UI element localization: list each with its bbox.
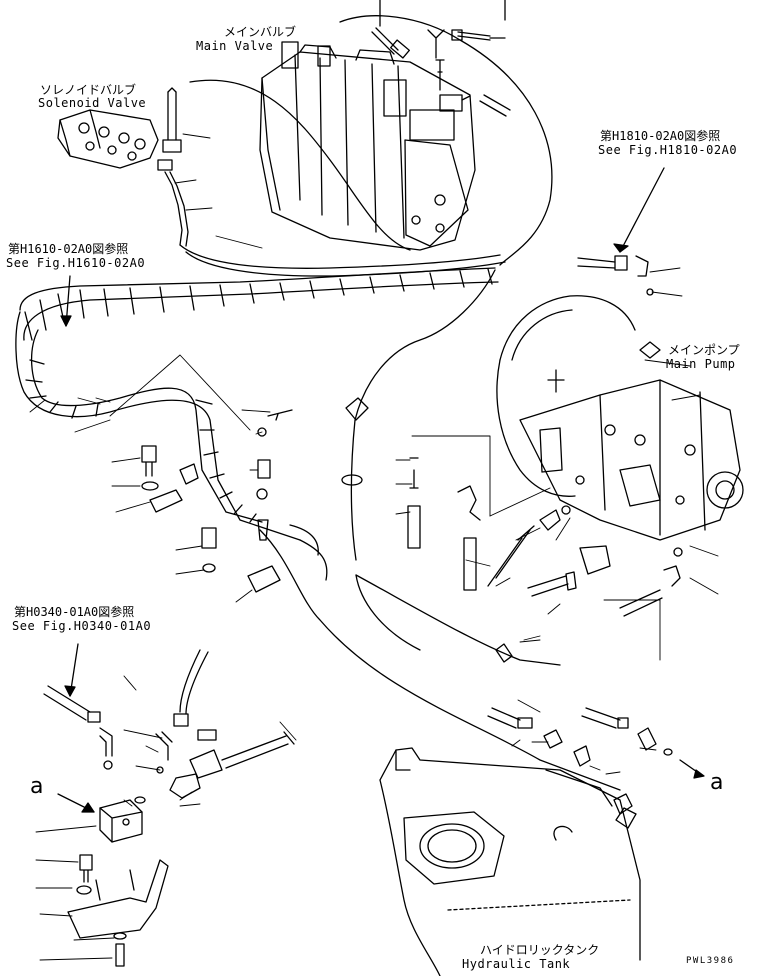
valve-hoses-top: [371, 0, 511, 117]
main-pump-label-en: Main Pump: [666, 357, 736, 371]
hydraulic-tank-label-en: Hydraulic Tank: [462, 957, 571, 971]
hydraulic-tank-label-jp: ハイドロリックタンク: [480, 943, 600, 957]
long-hoses: [189, 15, 621, 791]
main-valve-drawing: [259, 41, 476, 251]
ref-h1810-label-jp: 第H1810-02A0図参照: [600, 129, 721, 143]
pump-top-fitting: [577, 255, 654, 296]
hydraulic-tank-drawing: [379, 747, 641, 976]
main-pump-label-jp: メインポンプ: [668, 343, 740, 357]
marker-a-left: a: [30, 774, 44, 799]
ref-h0340-label-en: See Fig.H0340-01A0: [12, 619, 152, 633]
reference-arrows: [57, 167, 665, 813]
ref-h1610-label-en: See Fig.H1610-02A0: [6, 256, 146, 270]
middle-fittings: [141, 397, 683, 663]
solenoid-hose: [157, 87, 189, 247]
ref-h1610-label-jp: 第H1610-02A0図参照: [8, 242, 129, 256]
main-valve-label-en: Main Valve: [196, 39, 274, 53]
solenoid-valve-drawing: [57, 109, 159, 169]
marker-a-right: a: [710, 770, 724, 795]
spiral-hose-guard: [15, 244, 506, 581]
bottom-left-assembly: [43, 649, 295, 967]
ref-h1810-label-en: See Fig.H1810-02A0: [598, 143, 738, 157]
drawing-code: PWL3986: [686, 956, 735, 966]
main-valve-label-jp: メインバルブ: [224, 25, 297, 39]
tank-fittings: [487, 707, 705, 829]
solenoid-valve-label-jp: ソレノイドバルブ: [40, 83, 137, 97]
ref-h0340-label-jp: 第H0340-01A0図参照: [14, 605, 135, 619]
leader-lines: [29, 133, 719, 961]
solenoid-valve-label-en: Solenoid Valve: [38, 96, 147, 110]
main-pump-drawing: [496, 295, 744, 541]
